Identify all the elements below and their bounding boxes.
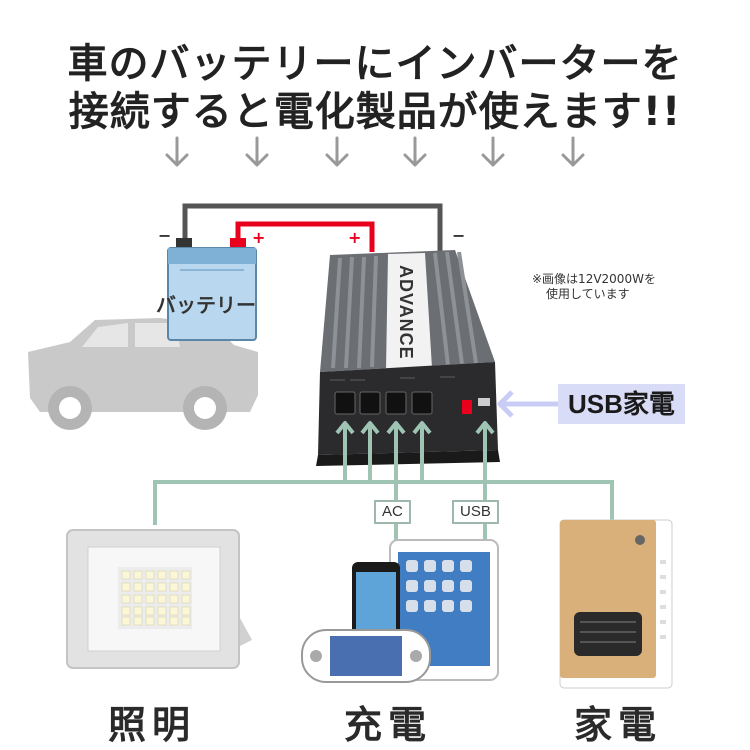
- up-arrow-heads: [335, 421, 495, 435]
- inverter-plus-sign: +: [348, 228, 362, 247]
- inverter-icon: [316, 250, 500, 466]
- down-arrow-icon: [403, 136, 427, 167]
- battery-minus-sign: −: [158, 226, 172, 245]
- usb-left-arrow-icon: [497, 390, 560, 418]
- inverter-brand: ADVANCE: [396, 265, 416, 360]
- ac-tag: AC: [374, 500, 411, 524]
- heater-icon: [559, 519, 673, 689]
- headline-line2: 接続すると電化製品が使えます!!: [68, 89, 682, 135]
- negative-cable: [182, 203, 443, 252]
- inverter-minus-sign: −: [452, 226, 466, 245]
- label-charging: 充電: [344, 703, 433, 747]
- down-arrow-icon: [561, 136, 585, 167]
- ac-distribution-lines: [153, 423, 614, 540]
- note-line1: ※画像は12V2000Wを: [532, 272, 656, 286]
- floodlight-icon: [66, 529, 252, 669]
- label-lighting: 照明: [108, 703, 197, 747]
- usb-appliance-label: USB家電: [558, 384, 685, 424]
- usb-tag: USB: [452, 500, 499, 524]
- down-arrow-icon: [325, 136, 349, 167]
- inverter-brand-box: ADVANCE: [395, 265, 423, 360]
- headline-line1: 車のバッテリーにインバーターを: [67, 41, 683, 87]
- car-icon: [28, 318, 258, 430]
- battery-label: バッテリー: [156, 293, 256, 317]
- note-line2: 使用しています: [546, 287, 630, 301]
- battery-icon: [167, 238, 257, 341]
- down-arrows: [165, 136, 585, 167]
- label-appliance: 家電: [574, 703, 663, 747]
- game-console-icon: [301, 629, 431, 683]
- down-arrow-icon: [165, 136, 189, 167]
- down-arrow-icon: [245, 136, 269, 167]
- down-arrow-icon: [481, 136, 505, 167]
- battery-plus-sign: +: [252, 228, 266, 247]
- tablet-icon: [389, 539, 499, 681]
